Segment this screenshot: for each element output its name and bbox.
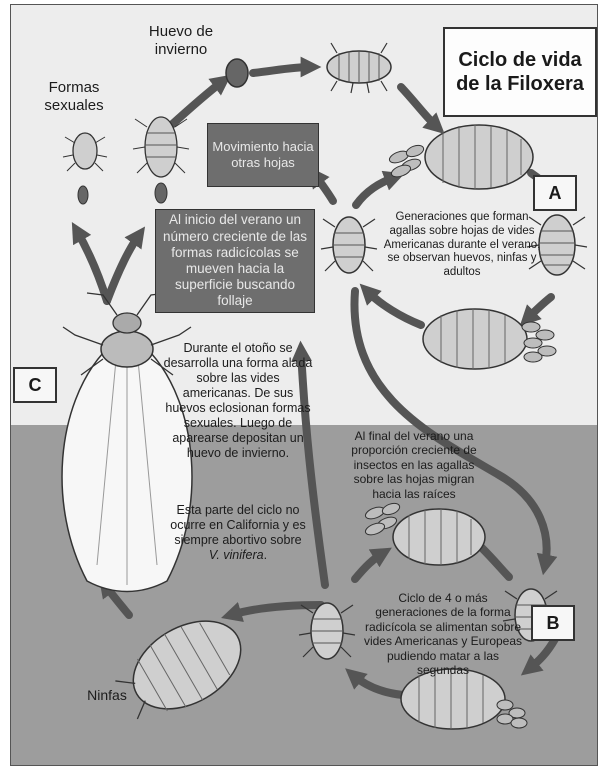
text-gall-generations: Generaciones que forman agallas sobre ho… <box>377 211 547 280</box>
arrow-egg-to-larva <box>253 67 311 73</box>
marker-c: C <box>13 367 57 403</box>
label-sexual-forms: Formas sexuales <box>35 79 113 115</box>
text-california-main: Esta parte del ciclo no ocurre en Califo… <box>170 503 305 547</box>
sexual-egg-icon <box>78 186 88 204</box>
text-california-species: V. vinifera <box>209 548 264 562</box>
ninfa-icon <box>107 603 256 733</box>
sexual-form-icon <box>63 133 107 171</box>
larva-icon <box>327 43 391 93</box>
marker-a: A <box>533 175 577 211</box>
egg-cluster-icon <box>497 700 527 728</box>
text-california: Esta parte del ciclo no ocurre en Califo… <box>169 503 307 563</box>
arrow-b-top-to-b <box>481 547 509 577</box>
root-adult-icon <box>401 669 505 729</box>
arrow-sexual-to-egg <box>167 81 223 129</box>
egg-cluster-icon <box>522 322 556 362</box>
sexual-form-icon <box>133 117 189 177</box>
label-nymphs: Ninfas <box>77 687 137 704</box>
gall-adult-icon <box>425 125 533 189</box>
nymph-icon <box>321 217 377 273</box>
nymph-icon <box>299 603 355 659</box>
diagram-frame: Ciclo de vida de la Filoxera Huevo de in… <box>10 4 598 766</box>
marker-b: B <box>531 605 575 641</box>
arrow-left-to-top <box>355 553 383 579</box>
text-root-cycle: Ciclo de 4 o más generaciones de la form… <box>363 591 523 677</box>
title-box: Ciclo de vida de la Filoxera <box>443 27 597 117</box>
arrow-back-to-nymph <box>367 291 421 325</box>
winter-egg-icon <box>226 59 248 87</box>
arrow-larva-to-gall <box>401 87 437 127</box>
arrow-b-nymph-to-bottom <box>529 639 555 669</box>
text-late-summer: Al final del verano una proporción creci… <box>347 429 481 501</box>
label-winter-egg: Huevo de invierno <box>139 23 223 59</box>
diagram-title: Ciclo de vida de la Filoxera <box>445 48 595 96</box>
arrow-winged-to-sexual-left <box>77 231 107 301</box>
box-movement: Movimiento hacia otras hojas <box>207 123 319 187</box>
sexual-egg-icon <box>155 183 167 203</box>
arrow-winged-to-sexual-right <box>107 235 139 301</box>
text-autumn: Durante el otoño se desarrolla una forma… <box>163 341 313 461</box>
root-adult-icon <box>393 509 485 565</box>
box-summer-start: Al inicio del verano un número creciente… <box>155 209 315 313</box>
gall-adult-icon <box>423 309 527 369</box>
egg-cluster-icon <box>388 143 425 179</box>
arrow-nymph-to-gall <box>356 177 395 205</box>
arrow-nymph-a-down <box>527 297 551 319</box>
arrow-bottom-to-left <box>353 675 403 695</box>
text-california-end: . <box>264 548 267 562</box>
